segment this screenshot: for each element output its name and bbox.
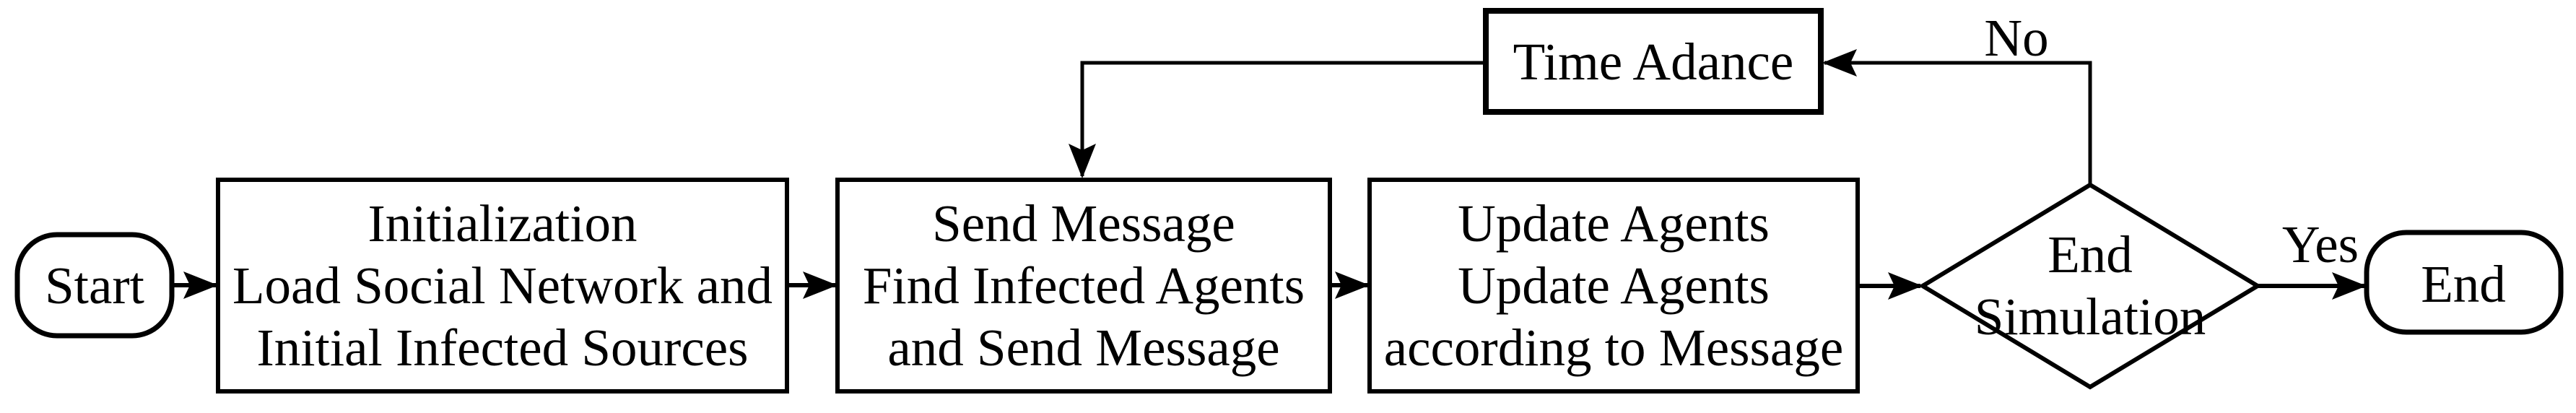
initialization-process-box xyxy=(216,178,789,394)
end-terminator xyxy=(2364,230,2564,335)
send-message-label-line-3: and Send Message xyxy=(887,318,1279,377)
update-agents-label-line-1: Update Agents xyxy=(1458,194,1770,253)
update-agents-label-line-3: according to Message xyxy=(1384,318,1844,377)
start-label: Start xyxy=(45,256,144,315)
send-message-process-box xyxy=(835,178,1332,394)
update-agents-label-line-2: Update Agents xyxy=(1458,256,1770,315)
send-message-label-line-1: Send Message xyxy=(932,194,1235,253)
send-message-label-line-2: Find Infected Agents xyxy=(863,256,1305,315)
end-simulation-label-line-1: End xyxy=(2048,225,2133,284)
end-label: End xyxy=(2421,255,2506,313)
initialization-label-line-2: Load Social Network and xyxy=(232,256,773,315)
initialization-label-line-3: Initial Infected Sources xyxy=(256,318,748,377)
no-arrow-end-simulation-to-time-advance xyxy=(1822,49,2092,185)
yes-edge-label: Yes xyxy=(2282,215,2359,274)
time-advance-process-box xyxy=(1483,8,1824,115)
time-advance-to-send-message-arrow xyxy=(1069,61,1486,178)
end-simulation-label-line-2: Simulation xyxy=(1975,287,2206,346)
end-simulation-decision-diamond xyxy=(1918,182,2262,390)
time-advance-label: Time Adance xyxy=(1513,32,1794,91)
start-terminator xyxy=(14,232,175,339)
no-edge-label: No xyxy=(1984,9,2048,67)
update-agents-process-box xyxy=(1367,178,1860,394)
initialization-label-line-1: Initialization xyxy=(368,194,638,253)
